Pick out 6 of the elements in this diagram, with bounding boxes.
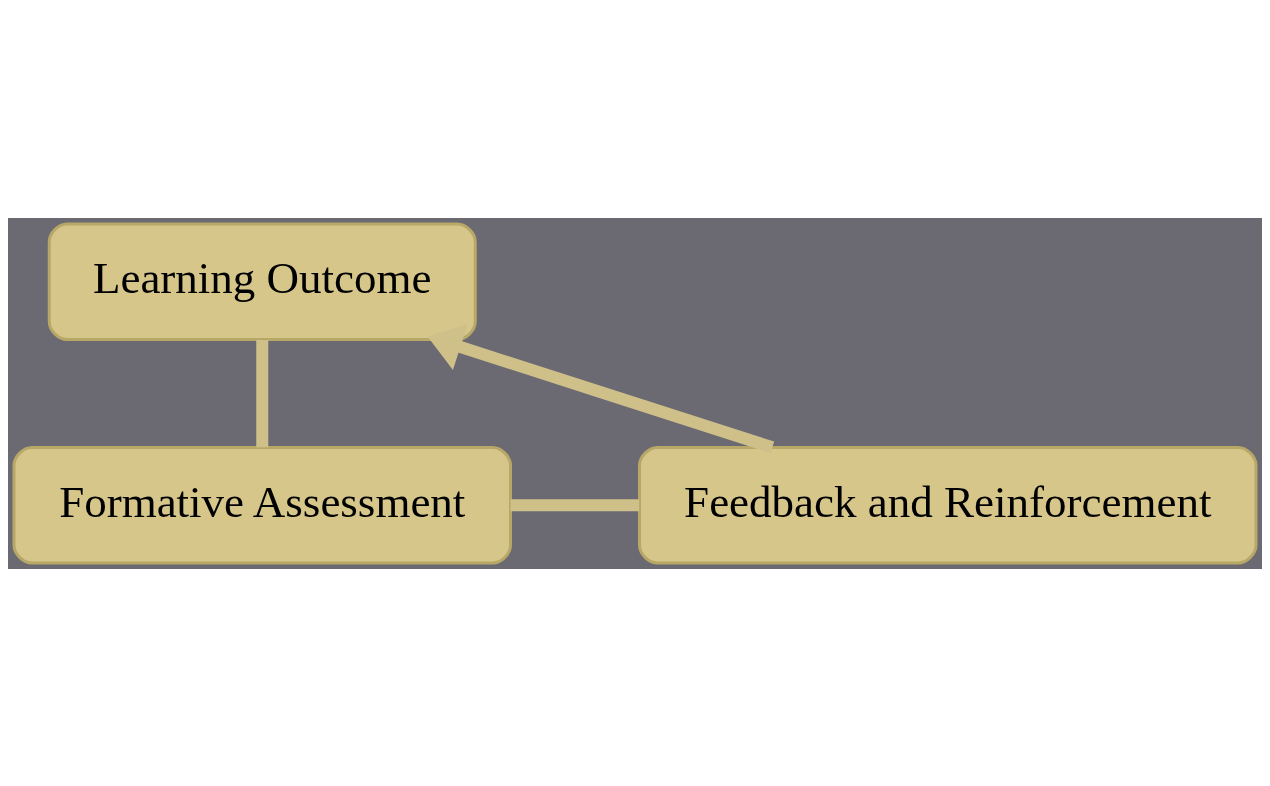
connector — [510, 498, 640, 511]
node-box: Learning Outcome — [47, 222, 477, 341]
arrow — [427, 323, 775, 453]
node-box: Feedback and Reinforcement — [638, 445, 1258, 564]
connector — [256, 339, 269, 447]
node-box: Formative Assessment — [12, 445, 512, 564]
